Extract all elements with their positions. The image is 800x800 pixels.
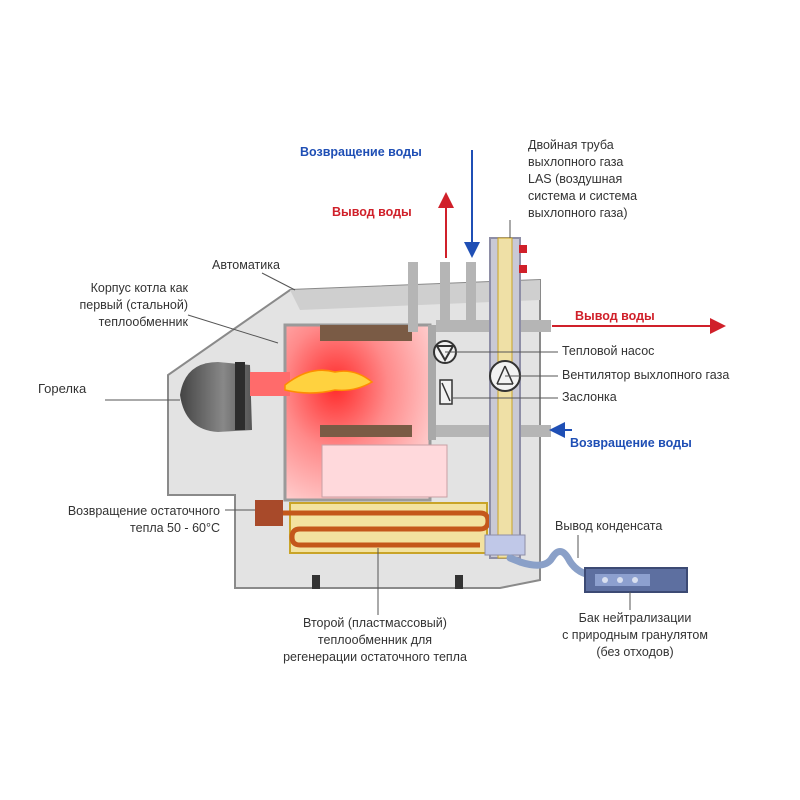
burner-body xyxy=(180,362,252,432)
exchanger-coil xyxy=(260,510,491,548)
leader-lines xyxy=(105,220,631,615)
chamber-bottom-block xyxy=(321,444,448,498)
label-water-out-top: Вывод воды xyxy=(332,205,412,219)
foot-right xyxy=(455,575,463,589)
exhaust-cap-2 xyxy=(519,265,527,273)
label-exhaust-fan: Вентилятор выхлопного газа xyxy=(562,368,730,382)
residual-heat-inlet xyxy=(255,500,283,526)
label-automation: Автоматика xyxy=(212,258,280,272)
label-water-return-right: Возвращение воды xyxy=(570,436,692,450)
burner-ring xyxy=(235,362,245,430)
label-second-exchanger: Второй (пластмассовый) теплообменник для… xyxy=(283,616,467,664)
foot-left xyxy=(312,575,320,589)
label-heating-pump: Тепловой насос xyxy=(562,344,655,358)
flame xyxy=(284,369,374,394)
pipe-manifold-vert xyxy=(428,325,436,440)
label-water-out-right: Вывод воды xyxy=(575,309,655,323)
burner-nozzle xyxy=(250,372,290,396)
label-damper: Заслонка xyxy=(562,390,617,404)
label-burner: Горелка xyxy=(38,381,87,396)
label-residual-heat: Возвращение остаточного тепла 50 - 60°C xyxy=(67,504,220,535)
pipe-up-3 xyxy=(466,262,476,332)
label-condensate: Вывод конденсата xyxy=(555,519,663,533)
label-double-pipe: Двойная труба выхлопного газа LAS (возду… xyxy=(528,138,638,220)
chamber-baffle-top xyxy=(320,325,412,341)
label-neutralization-tank: Бак нейтрализации с природным гранулятом… xyxy=(562,611,708,659)
exhaust-cap-1 xyxy=(519,245,527,253)
label-boiler-body: Корпус котла как первый (стальной) тепло… xyxy=(79,281,188,329)
label-water-return-top: Возвращение воды xyxy=(300,145,422,159)
chamber-baffle-mid xyxy=(320,425,412,437)
condensate-hose xyxy=(506,548,594,579)
pipe-up-2 xyxy=(440,262,450,332)
exhaust-bottom xyxy=(484,534,526,556)
pipe-up-1 xyxy=(408,262,418,332)
